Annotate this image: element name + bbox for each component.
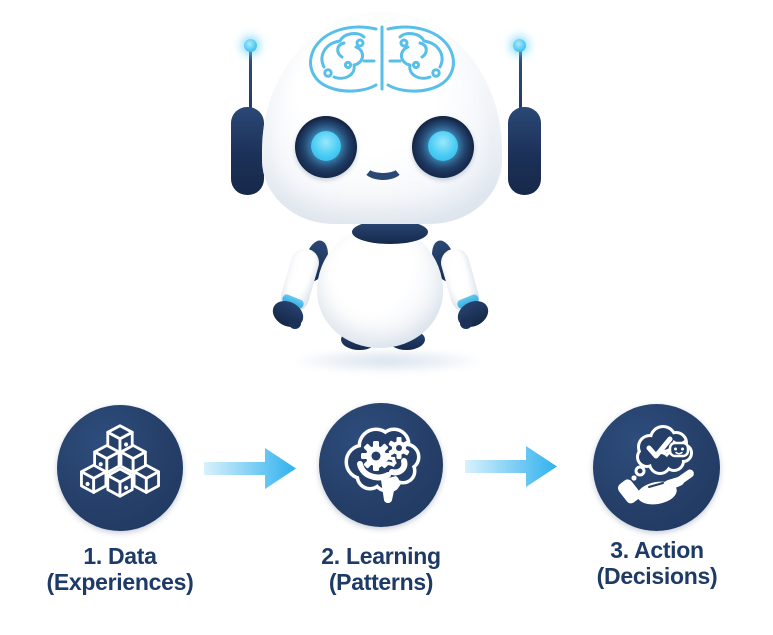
step-title: 3. Action	[610, 537, 704, 563]
step-title: 2. Learning	[321, 543, 441, 569]
cat-face-icon	[668, 439, 689, 457]
gear-small-icon	[388, 437, 410, 459]
step-subtitle: (Decisions)	[596, 563, 718, 589]
robot-head	[262, 12, 502, 224]
robot-neck	[352, 220, 428, 244]
decision-hand-icon	[617, 424, 694, 504]
gear-large-icon	[361, 441, 391, 471]
antenna-right-tip-icon	[513, 39, 526, 52]
step-subtitle: (Patterns)	[328, 569, 434, 595]
checkmark-icon	[646, 436, 672, 458]
open-hand-icon	[617, 469, 694, 504]
brain-circuit-icon	[309, 25, 455, 93]
step-3-circle	[593, 404, 720, 531]
step-2-circle	[319, 403, 443, 527]
antenna-left	[249, 50, 252, 112]
step-1-circle	[57, 405, 183, 531]
robot-body	[317, 226, 443, 348]
hand-left-thumb	[289, 318, 301, 329]
hand-right-thumb	[460, 318, 472, 329]
step-3-label: 3. Action (Decisions)	[554, 537, 760, 589]
pupil-left	[311, 131, 341, 161]
smile	[362, 156, 404, 180]
robot-shadow	[295, 349, 480, 373]
antenna-right	[519, 50, 522, 112]
ear-left	[231, 107, 264, 195]
arrow-right-icon	[465, 446, 557, 487]
step-subtitle: (Experiences)	[46, 569, 194, 595]
pupil-right	[428, 131, 458, 161]
antenna-left-tip-icon	[244, 39, 257, 52]
data-cubes-icon	[80, 424, 160, 498]
ear-right	[508, 107, 541, 195]
step-1-label: 1. Data (Experiences)	[17, 543, 223, 595]
eye-left	[295, 116, 357, 178]
step-2-label: 2. Learning (Patterns)	[278, 543, 484, 595]
arrow-right-icon	[204, 448, 296, 489]
eye-right	[412, 116, 474, 178]
step-title: 1. Data	[83, 543, 157, 569]
brain-gears-icon	[344, 427, 421, 503]
